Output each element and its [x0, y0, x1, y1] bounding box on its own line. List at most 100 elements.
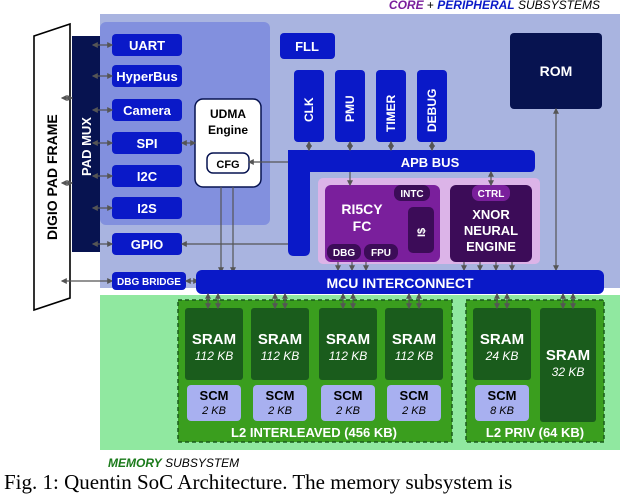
- core-links: [335, 170, 515, 272]
- pad-frame-label: DIGIO PAD FRAME: [44, 114, 60, 240]
- peripheral-gpio[interactable]: GPIO: [112, 233, 182, 255]
- fc-intc: INTC: [394, 185, 430, 201]
- apb-pmu[interactable]: PMU: [335, 70, 365, 142]
- udma-label-2: Engine: [208, 123, 248, 137]
- apb-clk[interactable]: CLK: [294, 70, 324, 142]
- sram-size: 112 KB: [195, 349, 233, 363]
- fll-block[interactable]: FLL: [280, 33, 335, 59]
- memory-subsystem-title: MEMORY SUBSYSTEM: [108, 456, 239, 470]
- soc-architecture-diagram: CORE + PERIPHERAL SUBSYSTEMS MEMORY SUBS…: [33, 0, 620, 470]
- dbg-bridge[interactable]: DBG BRIDGE: [112, 272, 186, 290]
- priv-bank-1: SRAM 32 KB: [540, 308, 596, 422]
- scm-bank-2[interactable]: [321, 385, 375, 421]
- dbg-bridge-label: DBG BRIDGE: [117, 277, 181, 288]
- sram-size: 32 KB: [552, 365, 585, 379]
- camera-label: Camera: [123, 103, 171, 118]
- sram-size: 112 KB: [395, 349, 433, 363]
- scm-size: 2 KB: [267, 405, 292, 417]
- peripheral-i2s[interactable]: I2S: [112, 197, 182, 219]
- mcu-interconnect: [196, 270, 604, 294]
- pad-mux: [72, 36, 100, 252]
- xnor-label-2: NEURAL: [464, 223, 518, 238]
- scm-label: SCM: [488, 388, 517, 403]
- scm-priv-0[interactable]: [475, 385, 529, 421]
- scm-label: SCM: [334, 388, 363, 403]
- fpu-label: FPU: [371, 248, 391, 259]
- scm-label: SCM: [400, 388, 429, 403]
- xnor-ctrl: CTRL: [472, 185, 510, 201]
- fc-label-2: FC: [353, 218, 372, 234]
- mux-peripheral-links: [91, 42, 298, 284]
- l2-priv-label: L2 PRIV (64 KB): [486, 425, 584, 440]
- intc-label: INTC: [400, 189, 423, 200]
- sram-priv-0[interactable]: [473, 308, 531, 380]
- cfg-label: CFG: [216, 159, 239, 171]
- l2-interleaved-label: L2 INTERLEAVED (456 KB): [231, 425, 397, 440]
- apb-bus: [288, 150, 535, 256]
- fc-dbg: DBG: [327, 244, 361, 260]
- sram-bank-2[interactable]: [319, 308, 377, 380]
- apb-bus-label: APB BUS: [401, 155, 460, 170]
- spi-label: SPI: [137, 136, 158, 151]
- ctrl-label: CTRL: [478, 189, 505, 200]
- scm-size: 8 KB: [490, 405, 514, 417]
- peripheral-spi[interactable]: SPI: [112, 132, 182, 154]
- udma-cfg[interactable]: CFG: [206, 152, 250, 174]
- fc-fpu: FPU: [364, 244, 398, 260]
- sram-size: 112 KB: [261, 349, 299, 363]
- figure-caption: Fig. 1: Quentin SoC Architecture. The me…: [4, 470, 513, 494]
- scm-bank-3[interactable]: [387, 385, 441, 421]
- fll-label: FLL: [295, 39, 319, 54]
- sram-bank-0[interactable]: [185, 308, 243, 380]
- sram-size: 24 KB: [485, 349, 519, 363]
- bank-3: SRAM 112 KB SCM 2 KB: [385, 308, 443, 421]
- sram-priv-1[interactable]: [540, 308, 596, 422]
- peripheral-uart[interactable]: UART: [112, 34, 182, 56]
- bank-0: SRAM 112 KB SCM 2 KB: [185, 308, 243, 421]
- pmu-label: PMU: [343, 95, 357, 122]
- scm-label: SCM: [266, 388, 295, 403]
- scm-label: SCM: [200, 388, 229, 403]
- pad-mux-label: PAD MUX: [79, 117, 94, 176]
- fc-label-1: RI5CY: [341, 201, 383, 217]
- scm-bank-1[interactable]: [253, 385, 307, 421]
- xnor-label-3: ENGINE: [466, 239, 516, 254]
- bank-1: SRAM 112 KB SCM 2 KB: [251, 308, 309, 421]
- hyperbus-label: HyperBus: [116, 69, 177, 84]
- udma-engine[interactable]: UDMA Engine: [194, 98, 262, 188]
- i2c-label: I2C: [137, 169, 158, 184]
- gpio-label: GPIO: [131, 237, 164, 252]
- sram-label: SRAM: [480, 331, 524, 348]
- rom-block[interactable]: ROM: [510, 33, 602, 109]
- dbg-label: DBG: [333, 248, 355, 259]
- clk-label: CLK: [302, 97, 316, 122]
- scm-bank-0[interactable]: [187, 385, 241, 421]
- priv-bank-0: SRAM 24 KB SCM 8 KB: [473, 308, 531, 421]
- icache-label: I$: [416, 228, 428, 237]
- peripheral-i2c[interactable]: I2C: [112, 165, 182, 187]
- mcu-interconnect-label: MCU INTERCONNECT: [327, 275, 474, 291]
- sram-size: 112 KB: [329, 349, 367, 363]
- udma-links: [180, 140, 288, 274]
- sram-bank-3[interactable]: [385, 308, 443, 380]
- apb-debug[interactable]: DEBUG: [417, 70, 447, 142]
- sram-label: SRAM: [546, 347, 590, 364]
- sram-bank-1[interactable]: [251, 308, 309, 380]
- xnor-label-1: XNOR: [472, 207, 510, 222]
- sram-label: SRAM: [192, 331, 236, 348]
- scm-size: 2 KB: [201, 405, 226, 417]
- apb-timer[interactable]: TIMER: [376, 70, 406, 142]
- xnor-neural-engine[interactable]: XNOR NEURAL ENGINE: [450, 185, 532, 262]
- sram-label: SRAM: [392, 331, 436, 348]
- i2s-label: I2S: [137, 201, 157, 216]
- peripheral-camera[interactable]: Camera: [112, 99, 182, 121]
- peripheral-hyperbus[interactable]: HyperBus: [112, 65, 182, 87]
- uart-label: UART: [129, 38, 165, 53]
- timer-label: TIMER: [384, 94, 398, 132]
- pad-links: [60, 95, 114, 284]
- apb-links: [306, 107, 559, 272]
- scm-size: 2 KB: [335, 405, 360, 417]
- core-peripheral-title: CORE + PERIPHERAL SUBSYSTEMS: [389, 0, 600, 12]
- udma-label-1: UDMA: [210, 107, 246, 121]
- fc-icache: I$: [408, 207, 434, 253]
